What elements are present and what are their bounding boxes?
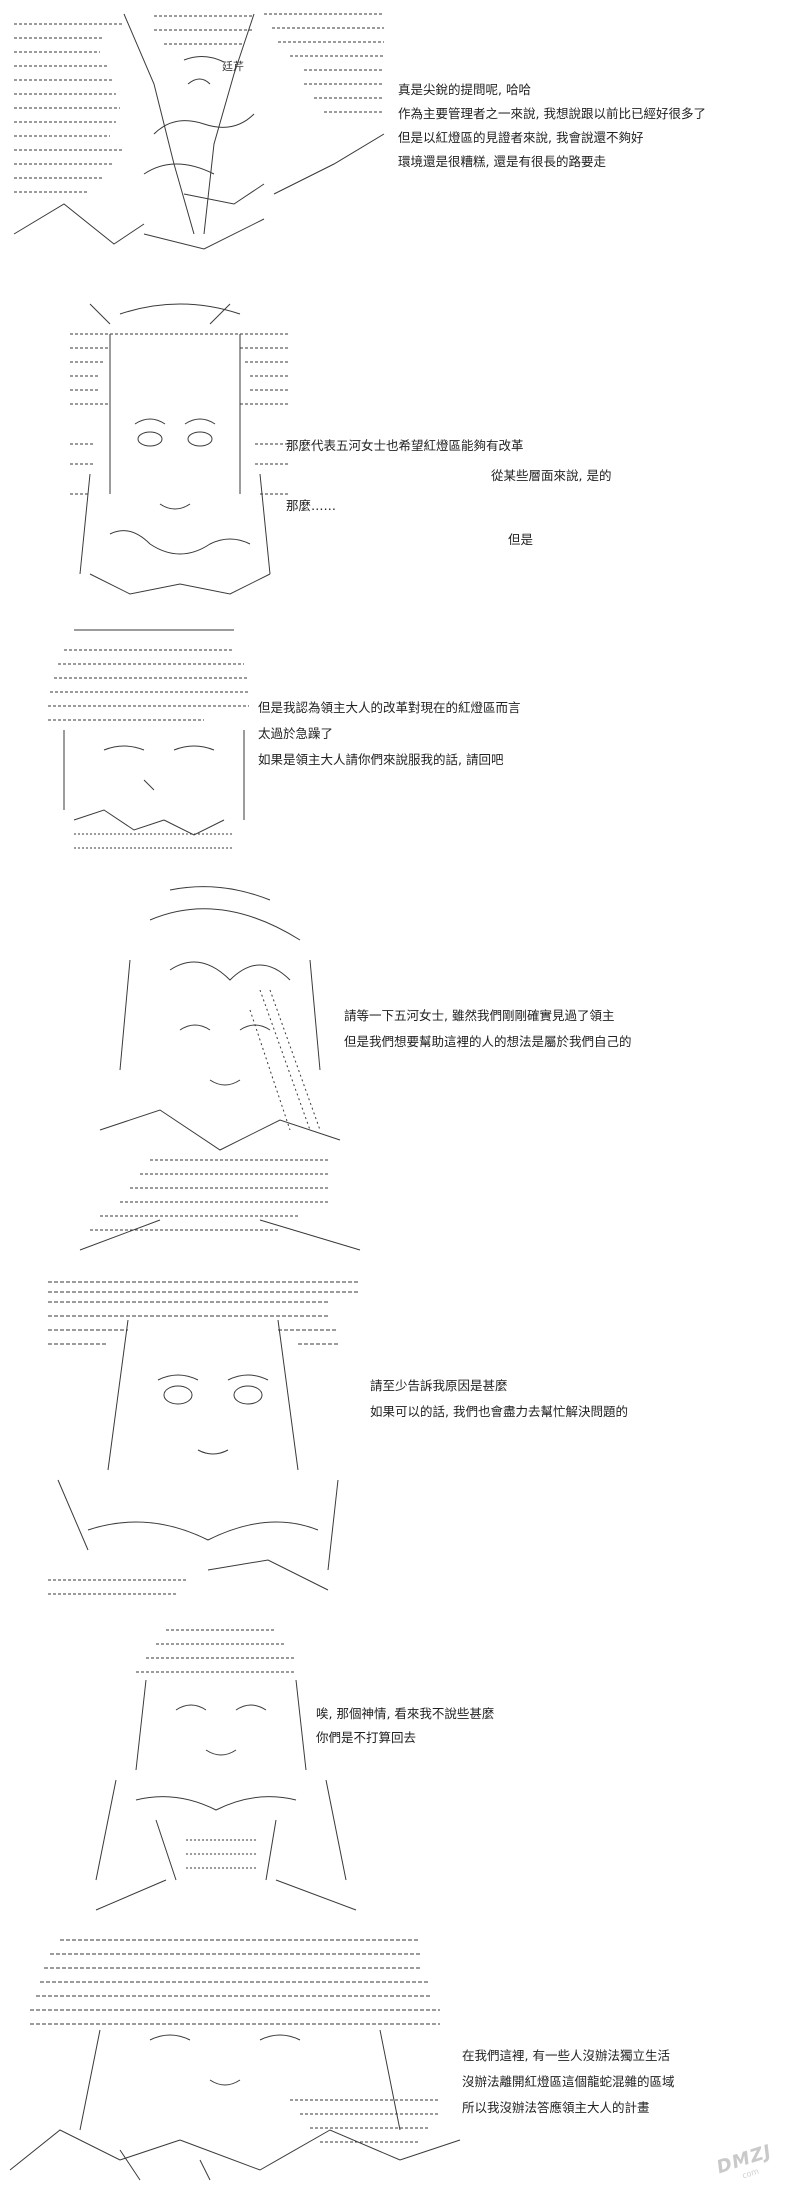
panel-1: 廷芹 真是尖銳的提問呢, 哈哈 作為主要管理者之一來說, 我想說跟以前比已經好很… [0,0,800,280]
ascii-art-character-1: 廷芹 [4,4,394,274]
panel-5: 請至少告訴我原因是甚麼 如果可以的話, 我們也會盡力去幫忙解決問題的 [0,1270,800,1610]
panel-3: 但是我認為領主大人的改革對現在的紅燈區而言 太過於急躁了 如果是領主大人請你們來… [0,620,800,860]
dialog-line: 所以我沒辦法答應領主大人的計畫 [462,2100,650,2115]
svg-text:廷芹: 廷芹 [222,60,244,73]
dialog-line: 但是以紅燈區的見證者來說, 我會說還不夠好 [398,130,644,145]
dialog-line: 請至少告訴我原因是甚麼 [370,1378,508,1393]
dialog-line: 沒辦法離開紅燈區這個龍蛇混雜的區域 [462,2074,675,2089]
dialog-line: 從某些層面來說, 是的 [491,468,612,483]
ascii-art-character-4 [60,870,380,1260]
ascii-art-character-6 [76,1620,376,1920]
dialog-line: 如果可以的話, 我們也會盡力去幫忙解決問題的 [370,1404,628,1419]
ascii-art-character-3 [44,620,264,860]
dialog-line: 太過於急躁了 [258,726,334,741]
dialog-line: 唉, 那個神情, 看來我不說些甚麼 [316,1706,495,1721]
panel-6: 唉, 那個神情, 看來我不說些甚麼 你們是不打算回去 [0,1620,800,1920]
dialog-line: 但是我認為領主大人的改革對現在的紅燈區而言 [258,700,521,715]
panel-2: 那麼代表五河女士也希望紅燈區能夠有改革 從某些層面來說, 是的 那麼…… 但是 [0,290,800,610]
dialog-line: 那麼…… [286,498,337,513]
ascii-art-character-7 [0,1930,470,2185]
dialog-line: 但是 [508,532,534,547]
dialog-line: 請等一下五河女士, 雖然我們剛剛確實見過了領主 [344,1008,615,1023]
site-watermark-logo: DMZJ com [702,2141,794,2183]
dialog-line: 在我們這裡, 有一些人沒辦法獨立生活 [462,2048,670,2063]
ascii-art-character-5 [28,1270,368,1610]
dialog-line: 環境還是很糟糕, 還是有很長的路要走 [398,154,606,169]
ascii-art-character-2 [50,294,310,604]
dialog-line: 但是我們想要幫助這裡的人的想法是屬於我們自己的 [344,1034,632,1049]
dialog-line: 如果是領主大人請你們來說服我的話, 請回吧 [258,752,504,767]
dialog-line: 作為主要管理者之一來說, 我想說跟以前比已經好很多了 [398,106,706,121]
panel-4: 請等一下五河女士, 雖然我們剛剛確實見過了領主 但是我們想要幫助這裡的人的想法是… [0,870,800,1260]
dialog-line: 你們是不打算回去 [316,1730,417,1745]
panel-7: 在我們這裡, 有一些人沒辦法獨立生活 沒辦法離開紅燈區這個龍蛇混雜的區域 所以我… [0,1930,800,2189]
dialog-line: 真是尖銳的提問呢, 哈哈 [398,82,531,97]
dialog-line: 那麼代表五河女士也希望紅燈區能夠有改革 [286,438,524,453]
